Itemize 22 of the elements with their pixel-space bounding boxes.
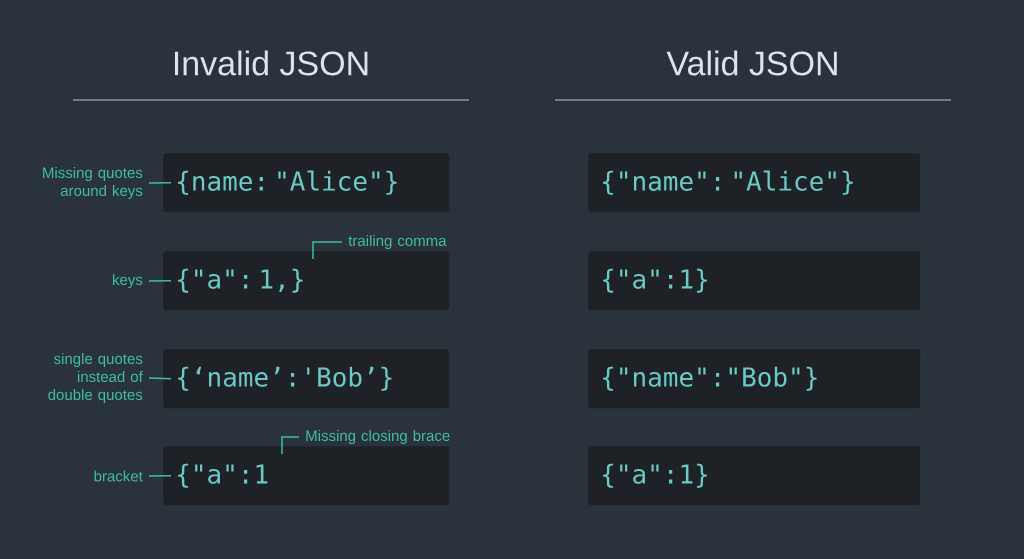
code-box: {‘name’:'Bob’} xyxy=(163,349,450,409)
annotation: Missing quotes around keys xyxy=(43,167,143,199)
annotation: single quotes instead of double quotes xyxy=(48,353,143,403)
code-box: {"a": 1,} xyxy=(163,251,450,311)
column-heading: Invalid JSON xyxy=(174,50,368,76)
leader-line xyxy=(148,181,172,184)
annotation: Missing closing brace xyxy=(306,430,450,444)
leader-line xyxy=(148,377,172,380)
code-box: {"a":1} xyxy=(588,446,921,506)
column-heading: Valid JSON xyxy=(666,50,837,76)
leader-line xyxy=(148,279,172,282)
annotation: keys xyxy=(112,274,143,288)
leader-line xyxy=(281,436,300,455)
code-box: {"a":1 xyxy=(163,446,450,506)
leader-line xyxy=(312,241,343,260)
code-box: {name: "Alice"} xyxy=(163,153,450,213)
annotation: trailing comma xyxy=(348,235,447,249)
leader-line xyxy=(148,474,172,477)
code-box: {"a":1} xyxy=(588,251,921,311)
annotation: bracket xyxy=(94,470,143,482)
code-box: {"name": "Alice"} xyxy=(588,153,921,213)
code-box: {"name":"Bob"} xyxy=(588,349,921,409)
